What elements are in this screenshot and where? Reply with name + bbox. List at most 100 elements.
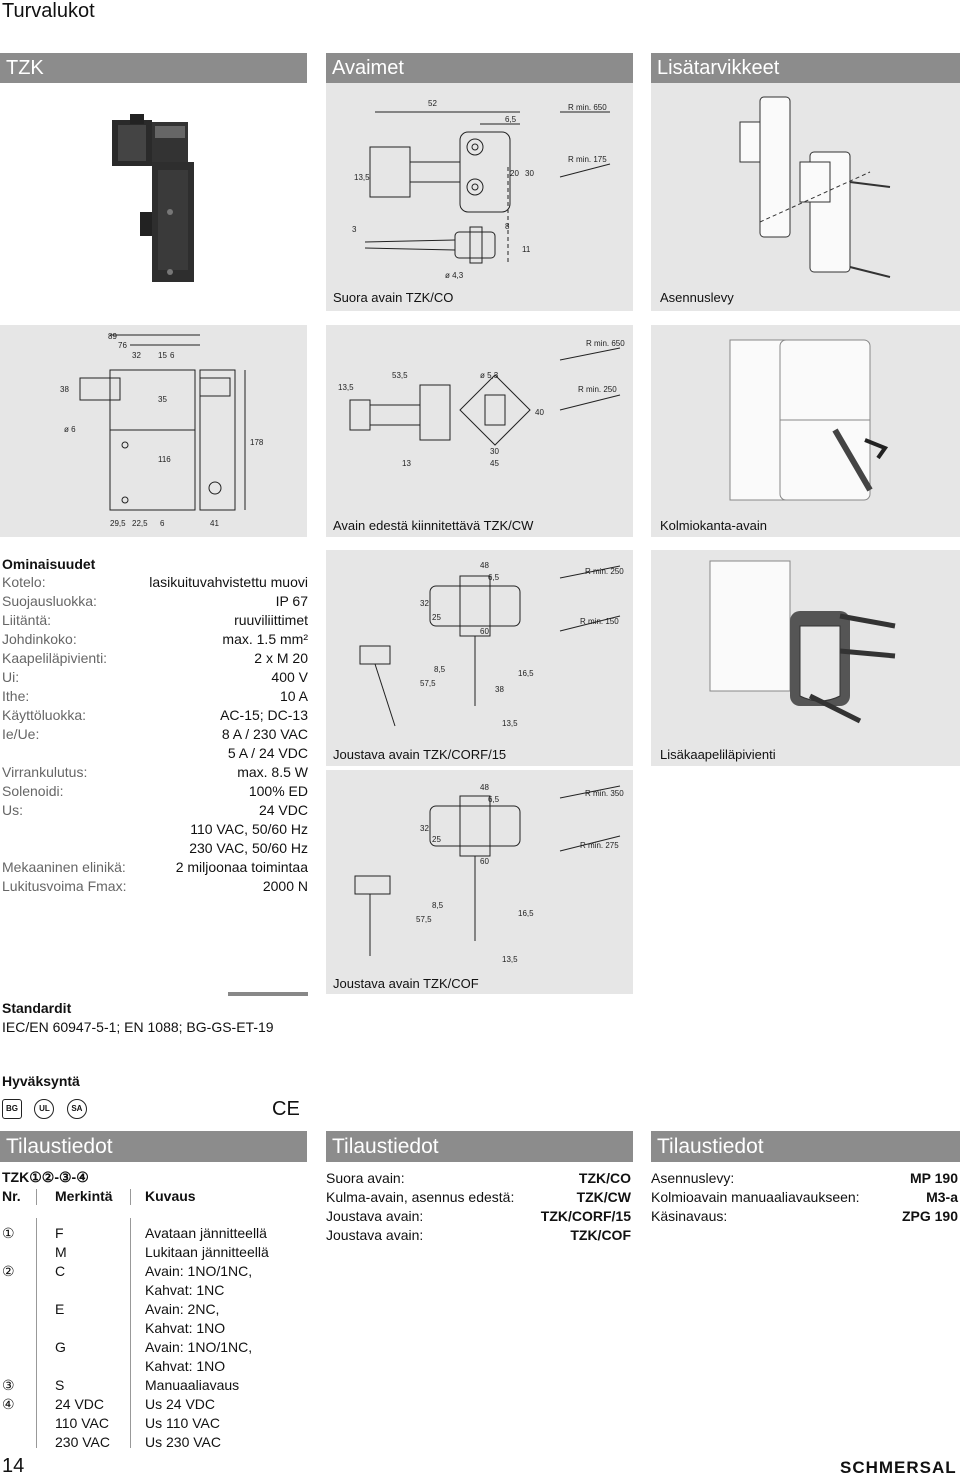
properties-heading: Ominaisuudet (2, 556, 96, 572)
order-kuvaus: Us 230 VAC (145, 1434, 221, 1450)
order-merkinta: G (55, 1339, 66, 1355)
page-title: Turvalukot (2, 0, 95, 22)
order-kuvaus: Avataan jännitteellä (145, 1225, 267, 1241)
tzk-product-photo (112, 114, 194, 282)
order-merkinta: 24 VDC (55, 1396, 105, 1412)
dim-label: R min. 250 (585, 567, 624, 576)
dim-label: 13,5 (354, 173, 370, 182)
order-row: 230 VAC Us 230 VAC (0, 1434, 307, 1453)
order-kuvaus: Us 110 VAC (145, 1415, 220, 1431)
dim-label: 35 (158, 395, 167, 404)
order-key-row: Suora avain: TZK/CO (326, 1170, 633, 1189)
dim-label: 178 (250, 438, 264, 447)
dim-label: 8,5 (432, 901, 444, 910)
dim-label: R min. 150 (580, 617, 619, 626)
dim-label: 3 (352, 225, 357, 234)
dim-label: R min. 350 (585, 789, 624, 798)
dim-label: R min. 650 (568, 103, 607, 112)
property-value: 24 VDC (258, 802, 308, 818)
dim-label: 6,5 (505, 115, 517, 124)
order-kuvaus: Us 24 VDC (145, 1396, 216, 1412)
order-key-value: TZK/CO (578, 1170, 631, 1186)
dim-label: 41 (210, 519, 219, 528)
order-header-1: Tilaustiedot (0, 1131, 307, 1162)
property-value: 400 V (271, 669, 308, 685)
order-acc-value: MP 190 (910, 1170, 958, 1186)
dim-label: 57,5 (416, 915, 432, 924)
order-acc-row: Kolmioavain manuaaliavaukseen:M3-a (651, 1189, 960, 1208)
dim-label: 6,5 (488, 573, 500, 582)
order-code: TZK①②-③-④ (2, 1169, 89, 1185)
order-header-2: Tilaustiedot (326, 1131, 633, 1162)
order-acc-value: M3-a (926, 1189, 958, 1205)
approval-heading: Hyväksyntä (2, 1073, 80, 1089)
dim-label: 52 (428, 99, 437, 108)
property-row: 5 A / 24 VDC (2, 745, 308, 764)
page-number: 14 (2, 1455, 25, 1477)
approval-marks: BG UL SA CE (2, 1098, 308, 1122)
order-row: Kahvat: 1NC (0, 1282, 307, 1301)
dim-label: R min. 650 (586, 339, 625, 348)
dim-label: 116 (158, 455, 171, 464)
property-row: Käyttöluokka:AC-15; DC-13 (2, 707, 308, 726)
tzk-body-drawing: 89 76 32 15 6 38 35 ø 6 116 178 29,5 22,… (60, 332, 264, 528)
order-merkinta: 230 VAC (55, 1434, 110, 1450)
key-co-drawing: 52 6,5 13,5 20 30 3 8 11 ø 4,3 R min. 65… (352, 99, 611, 280)
dim-label: 40 (535, 408, 544, 417)
dim-label: ø 6 (64, 425, 76, 434)
dim-label: 6,5 (488, 795, 500, 804)
brand-logo: SCHMERSAL (840, 1458, 957, 1477)
standards-text: IEC/EN 60947-5-1; EN 1088; BG-GS-ET-19 (2, 1019, 274, 1035)
col-kuvaus: Kuvaus (145, 1188, 196, 1204)
order-acc-row: Käsinavaus:ZPG 190 (651, 1208, 960, 1227)
property-row: 230 VAC, 50/60 Hz (2, 840, 308, 859)
property-label: Suojausluokka: (2, 593, 97, 609)
dim-label: 29,5 (110, 519, 126, 528)
caption-lisakaapeli: Lisäkaapeliläpivienti (660, 747, 776, 762)
dim-label: 13,5 (338, 383, 354, 392)
dim-label: 16,5 (518, 909, 534, 918)
order-key-label: Joustava avain: (326, 1227, 424, 1243)
property-value: ruuviliittimet (234, 612, 308, 628)
divider (130, 1218, 131, 1448)
divider (36, 1218, 37, 1448)
property-label: Johdinkoko: (2, 631, 77, 647)
dim-label: 11 (522, 245, 531, 254)
property-row: Us: 24 VDC (2, 802, 308, 821)
col-nr: Nr. (2, 1188, 21, 1204)
order-acc-label: Asennuslevy: (651, 1170, 735, 1186)
property-value: 10 A (279, 688, 308, 704)
property-label: Lukitusvoima Fmax: (2, 878, 127, 894)
dim-label: 32 (132, 351, 141, 360)
order-key-label: Suora avain: (326, 1170, 405, 1186)
triangle-key-drawing (729, 339, 889, 501)
property-label: Ui: (2, 669, 20, 685)
order-kuvaus: Kahvat: 1NC (145, 1282, 225, 1298)
dim-label: 13,5 (502, 955, 518, 964)
property-value: 5 A / 24 VDC (227, 745, 308, 761)
property-row: Ui: 400 V (2, 669, 308, 688)
property-row: Ithe:10 A (2, 688, 308, 707)
section-header-tzk: TZK (0, 53, 307, 83)
caption-suora: Suora avain TZK/CO (333, 290, 454, 305)
property-value: 110 VAC, 50/60 Hz (190, 821, 308, 837)
dim-label: 60 (480, 627, 489, 636)
dim-label: 38 (60, 385, 69, 394)
dim-label: R min. 250 (578, 385, 617, 394)
divider (228, 992, 308, 996)
mounting-plate-drawing (739, 96, 891, 278)
caption-cof: Joustava avain TZK/COF (333, 976, 479, 991)
dim-label: 76 (118, 341, 127, 350)
order-kuvaus: Avain: 2NC, (145, 1301, 220, 1317)
dim-label: 48 (480, 783, 489, 792)
property-value: max. 1.5 mm² (222, 631, 308, 647)
property-label: Us: (2, 802, 23, 818)
order-row: Kahvat: 1NO (0, 1358, 307, 1377)
cable-entry-drawing (709, 560, 896, 724)
